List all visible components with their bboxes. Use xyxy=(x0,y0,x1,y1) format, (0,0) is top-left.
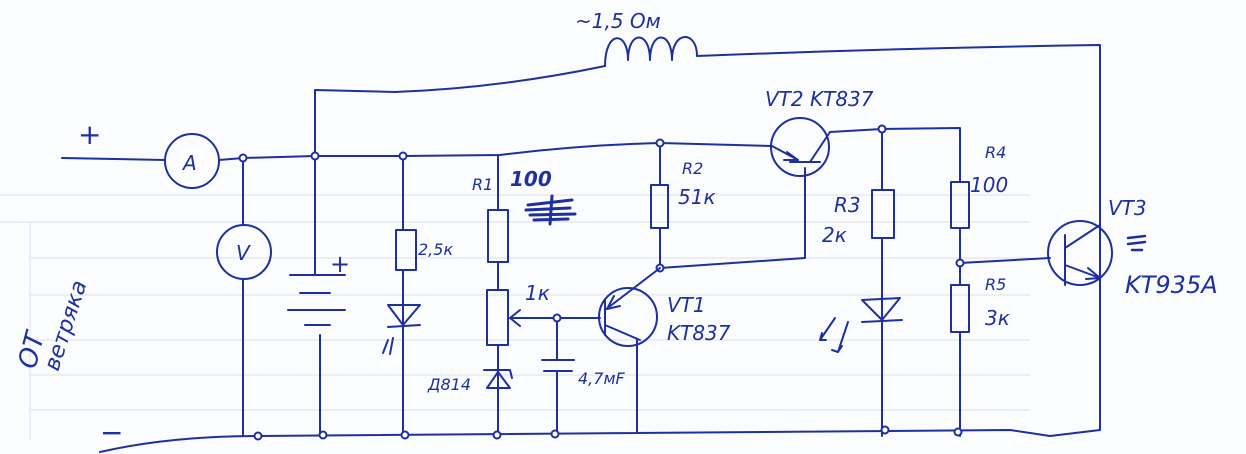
zener-label: Д814 xyxy=(427,375,471,394)
r3-value: 2к xyxy=(822,223,847,247)
ammeter-label: A xyxy=(181,151,197,175)
r4-value: 100 xyxy=(970,173,1008,197)
minus-input-label: − xyxy=(100,416,123,449)
pot-value: 1к xyxy=(525,281,550,305)
led-1-light xyxy=(382,337,394,355)
diodes xyxy=(382,297,903,389)
capacitor-label: 4,7мF xyxy=(578,369,626,388)
transistor-vt3 xyxy=(1047,220,1113,286)
r5-name: R5 xyxy=(985,275,1006,294)
transistor-vt1 xyxy=(598,267,661,347)
resistor-r2 xyxy=(650,184,669,229)
resistor-r5 xyxy=(950,284,970,333)
led-2-light xyxy=(819,317,849,353)
resistors xyxy=(395,181,970,346)
r4-name: R4 xyxy=(985,143,1006,162)
resistor-r3 xyxy=(871,189,895,239)
transistor-vt2 xyxy=(770,117,831,177)
led-2 xyxy=(861,297,903,323)
inductor-label: ~1,5 Ом xyxy=(575,9,661,33)
vt3-name: VT3 xyxy=(1108,196,1147,220)
vt2-label: VT2 KT837 xyxy=(765,87,874,111)
led-1 xyxy=(387,304,421,328)
scribble-marks xyxy=(524,194,1147,252)
vt1-name: VT1 xyxy=(667,293,706,317)
r1-value: 100 xyxy=(510,167,552,191)
vt3-type: KT935A xyxy=(1125,271,1218,299)
inductor xyxy=(604,36,698,67)
r5-value: 3к xyxy=(985,306,1010,330)
background-faint-grid xyxy=(0,194,1030,440)
junction-nodes xyxy=(238,124,965,441)
resistor-r1 xyxy=(487,209,509,263)
pot-wiper xyxy=(509,309,521,327)
r2-name: R2 xyxy=(682,159,703,178)
voltmeter: V xyxy=(216,224,272,280)
ammeter: A xyxy=(164,133,220,189)
labels: + − ОТ ветряка + ~1,5 Ом 2,5к R1 100 1к … xyxy=(13,9,1218,449)
resistor-r4 xyxy=(950,181,970,229)
r1-name: R1 xyxy=(472,175,493,194)
r2-value: 51к xyxy=(678,185,716,209)
zener-diode xyxy=(483,369,513,389)
resistor-2k5 xyxy=(395,229,417,271)
battery-plus-label: + xyxy=(330,250,350,278)
battery xyxy=(287,274,346,326)
voltmeter-label: V xyxy=(236,241,251,265)
plus-input-label: + xyxy=(78,118,101,151)
vt1-type: KT837 xyxy=(667,321,731,345)
r-led-label: 2,5к xyxy=(418,240,453,259)
source-label-2: ветряка xyxy=(40,277,93,373)
capacitor xyxy=(541,359,575,372)
r3-name: R3 xyxy=(834,193,861,217)
potentiometer xyxy=(486,289,509,346)
